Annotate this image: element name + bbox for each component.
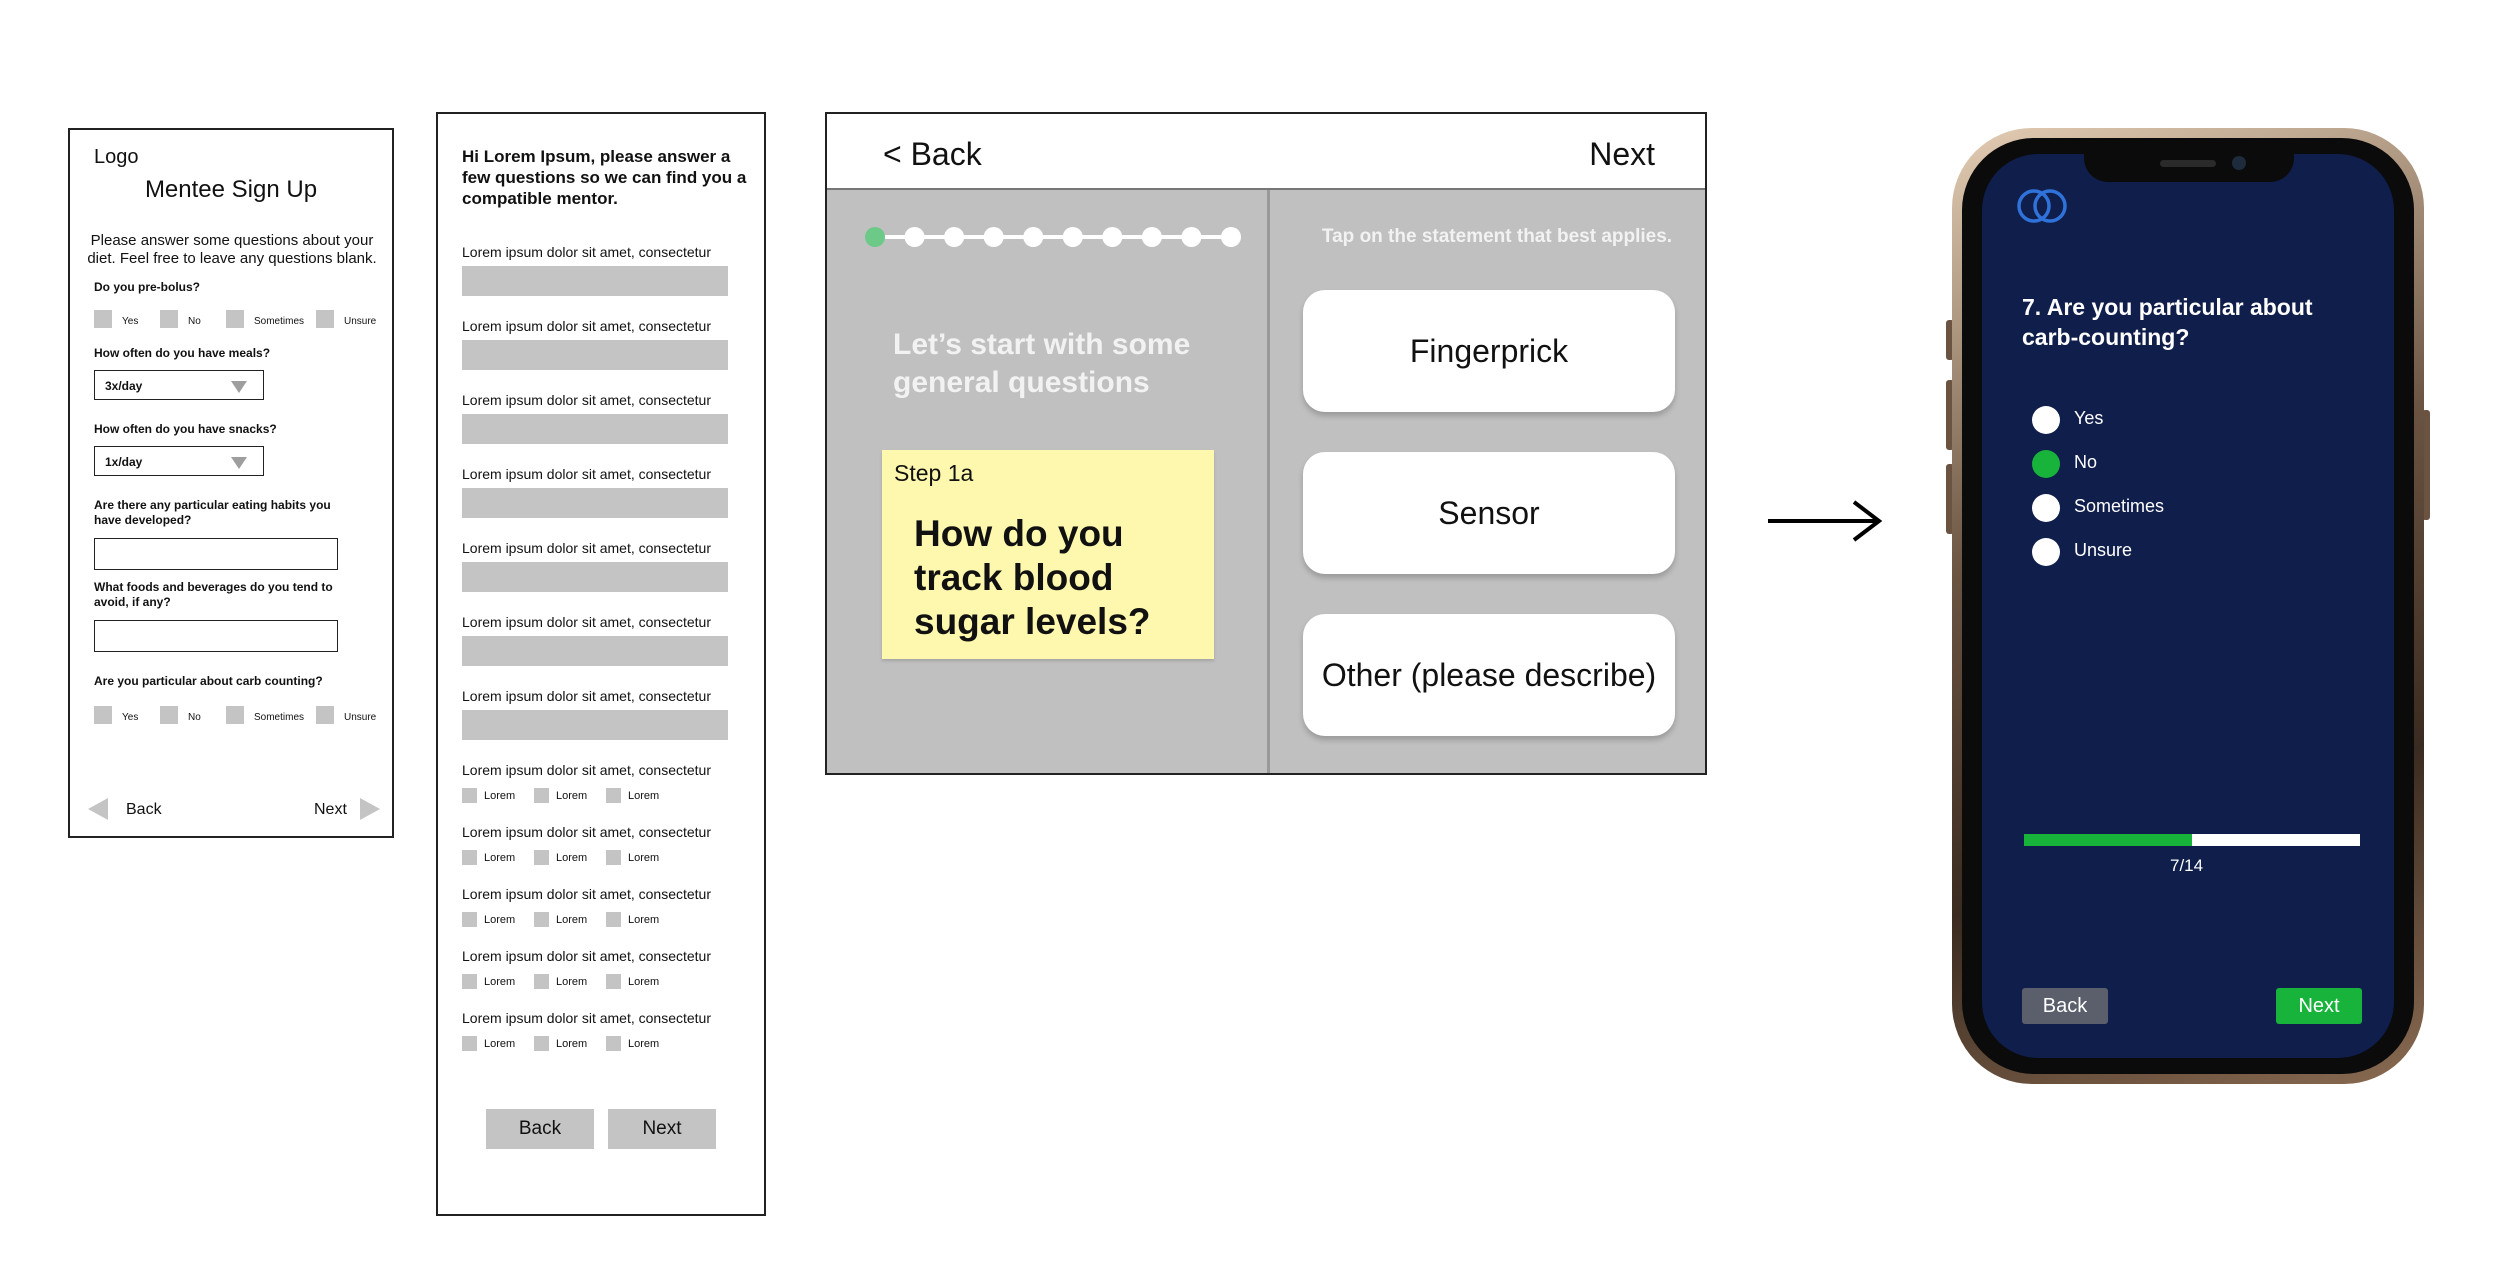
step-dot bbox=[1062, 227, 1083, 247]
question-label: Lorem ipsum dolor sit amet, consectetur bbox=[462, 762, 711, 778]
radio-unsure[interactable] bbox=[2032, 538, 2060, 566]
next-button[interactable]: Next bbox=[2276, 988, 2362, 1024]
step-dot bbox=[1102, 227, 1123, 247]
option-sensor[interactable]: Sensor bbox=[1303, 452, 1675, 574]
back-button[interactable]: Back bbox=[126, 801, 162, 818]
next-button[interactable]: Next bbox=[1589, 136, 1655, 172]
wireframe-mentee-signup: Logo Mentee Sign Up Please answer some q… bbox=[68, 128, 394, 838]
option-fingerprick[interactable]: Fingerprick bbox=[1303, 290, 1675, 412]
next-arrow-icon[interactable] bbox=[360, 798, 380, 820]
back-button[interactable]: Back bbox=[486, 1109, 594, 1149]
step-progress bbox=[865, 227, 1241, 247]
section-lead: Let’s start with some general questions bbox=[893, 328, 1191, 399]
step-label: Step 1a bbox=[894, 460, 974, 486]
wireframe-mentor-match: Hi Lorem Ipsum, please answer a few ques… bbox=[436, 112, 766, 1216]
question-label: Lorem ipsum dolor sit amet, consectetur bbox=[462, 824, 711, 840]
step-dot bbox=[1023, 227, 1044, 247]
radio-sometimes[interactable] bbox=[2032, 494, 2060, 522]
option-other[interactable]: Other (please describe) bbox=[1303, 614, 1675, 736]
question-snacks: How often do you have snacks? bbox=[94, 422, 277, 436]
step-dot bbox=[1221, 227, 1241, 247]
logo: Logo bbox=[94, 146, 139, 168]
intro-text: Please answer some questions about your … bbox=[87, 232, 377, 267]
question-sticky-note: Step 1a How do you track blood sugar lev… bbox=[882, 450, 1214, 659]
question-label: Lorem ipsum dolor sit amet, consectetur bbox=[462, 688, 711, 704]
radio-yes[interactable] bbox=[2032, 406, 2060, 434]
question-label: Lorem ipsum dolor sit amet, consectetur bbox=[462, 614, 711, 630]
radio-label-unsure: Unsure bbox=[2074, 540, 2133, 560]
text-field[interactable] bbox=[462, 562, 728, 592]
text-field[interactable] bbox=[462, 266, 728, 296]
progress-fill bbox=[2024, 834, 2192, 846]
question-habits: Are there any particular eating habits y… bbox=[94, 498, 331, 527]
text-field[interactable] bbox=[462, 710, 728, 740]
divider bbox=[1267, 190, 1270, 773]
question-label: Lorem ipsum dolor sit amet, consectetur bbox=[462, 886, 711, 902]
tablet-questionnaire: < Back Next Let’s start with some genera… bbox=[825, 112, 1707, 775]
question-title: 7. Are you particular about carb-countin… bbox=[2022, 294, 2313, 350]
text-field[interactable] bbox=[462, 340, 728, 370]
checkbox-group: Lorem Lorem Lorem bbox=[462, 1036, 712, 1052]
speaker-grille bbox=[2160, 160, 2216, 167]
checkbox-group: Lorem Lorem Lorem bbox=[462, 912, 712, 928]
text-field[interactable] bbox=[462, 636, 728, 666]
step-dot bbox=[944, 227, 965, 247]
question-prebolus: Do you pre-bolus? bbox=[94, 280, 200, 294]
step-dot bbox=[1181, 227, 1202, 247]
text-field[interactable] bbox=[462, 488, 728, 518]
question-label: Lorem ipsum dolor sit amet, consectetur bbox=[462, 466, 711, 482]
step-dot bbox=[904, 227, 925, 247]
question-label: Lorem ipsum dolor sit amet, consectetur bbox=[462, 1010, 711, 1026]
back-button[interactable]: Back bbox=[2022, 988, 2108, 1024]
right-arrow-icon bbox=[1768, 500, 1883, 542]
question-label: Lorem ipsum dolor sit amet, consectetur bbox=[462, 244, 711, 260]
radio-no[interactable] bbox=[2032, 450, 2060, 478]
habits-input[interactable] bbox=[94, 538, 338, 570]
avoid-input[interactable] bbox=[94, 620, 338, 652]
question-text: How do you track blood sugar levels? bbox=[914, 513, 1151, 642]
question-meals: How often do you have meals? bbox=[94, 346, 271, 360]
progress-text: 7/14 bbox=[2170, 856, 2204, 875]
step-dot bbox=[865, 227, 885, 247]
checkbox-group: Lorem Lorem Lorem bbox=[462, 850, 712, 866]
text-field[interactable] bbox=[462, 414, 728, 444]
question-carb: Are you particular about carb counting? bbox=[94, 674, 323, 688]
next-button[interactable]: Next bbox=[608, 1109, 716, 1149]
checkbox-group: Lorem Lorem Lorem bbox=[462, 974, 712, 990]
back-button[interactable]: < Back bbox=[883, 136, 982, 172]
front-camera bbox=[2232, 156, 2246, 170]
volume-down-button bbox=[1946, 464, 1954, 534]
next-button[interactable]: Next bbox=[314, 801, 347, 818]
step-dot bbox=[983, 227, 1004, 247]
page-title: Mentee Sign Up bbox=[144, 176, 318, 203]
phone-screen bbox=[1982, 154, 2394, 1058]
chevron-down-icon bbox=[231, 381, 247, 393]
radio-label-no: No bbox=[2074, 452, 2098, 472]
back-arrow-icon[interactable] bbox=[88, 798, 108, 820]
instruction-text: Tap on the statement that best applies. bbox=[1321, 226, 1673, 247]
power-button bbox=[2422, 410, 2430, 520]
step-dot bbox=[1141, 227, 1162, 247]
question-label: Lorem ipsum dolor sit amet, consectetur bbox=[462, 392, 711, 408]
volume-up-button bbox=[1946, 380, 1954, 450]
radio-label-yes: Yes bbox=[2074, 408, 2104, 428]
question-avoid: What foods and beverages do you tend to … bbox=[94, 580, 333, 609]
checkbox-group: Lorem Lorem Lorem bbox=[462, 788, 712, 804]
top-nav-bar: < Back Next bbox=[827, 114, 1705, 190]
meals-select[interactable]: 3x/day bbox=[94, 370, 264, 400]
page-heading: Hi Lorem Ipsum, please answer a few ques… bbox=[462, 147, 747, 208]
question-label: Lorem ipsum dolor sit amet, consectetur bbox=[462, 948, 711, 964]
chevron-down-icon bbox=[231, 457, 247, 469]
app-logo-icon bbox=[2017, 189, 2067, 223]
prebolus-options: Yes No Sometimes Unsure bbox=[94, 310, 376, 330]
question-label: Lorem ipsum dolor sit amet, consectetur bbox=[462, 318, 711, 334]
radio-label-sometimes: Sometimes bbox=[2074, 496, 2165, 516]
mute-switch bbox=[1946, 320, 1954, 360]
question-label: Lorem ipsum dolor sit amet, consectetur bbox=[462, 540, 711, 556]
snacks-select[interactable]: 1x/day bbox=[94, 446, 264, 476]
carb-options: Yes No Sometimes Unsure bbox=[94, 706, 376, 726]
